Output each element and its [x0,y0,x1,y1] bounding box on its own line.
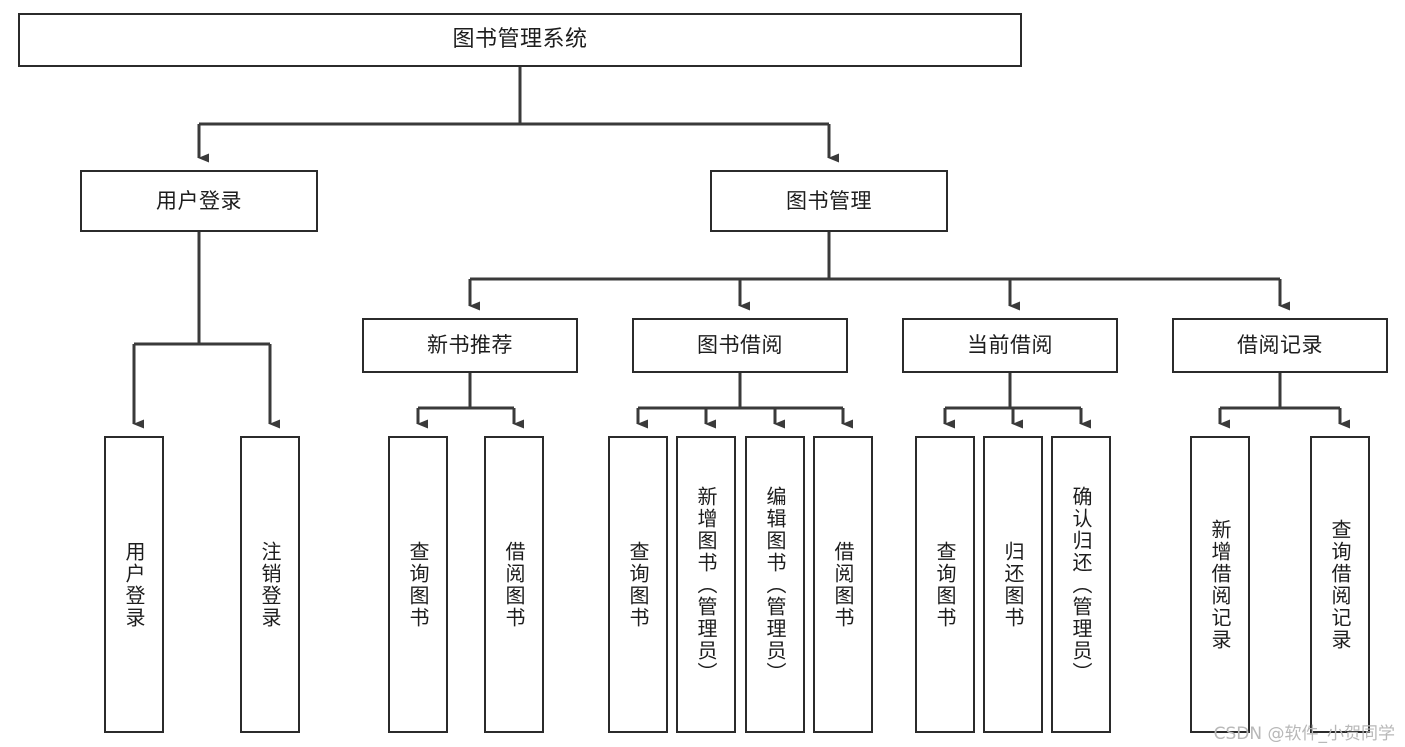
connector-group [132,67,1350,429]
node-label-borrow: 图书借阅 [697,333,783,358]
node-label-bookmgmt: 图书管理 [786,188,872,213]
node-login[interactable]: 用户登录 [80,170,318,232]
node-leaf-cur-confirm[interactable]: 确认归还（管理员） [1051,436,1111,733]
node-label-leaf-rec-add: 新增借阅记录 [1208,518,1232,651]
node-records[interactable]: 借阅记录 [1172,318,1388,373]
node-leaf-bor-add[interactable]: 新增图书（管理员） [676,436,736,733]
node-leaf-cur-query[interactable]: 查询图书 [915,436,975,733]
node-leaf-bor-borrow[interactable]: 借阅图书 [813,436,873,733]
node-leaf-rec-query[interactable]: 查询借阅记录 [1310,436,1370,733]
node-label-leaf-new-query: 查询图书 [406,540,430,629]
node-label-leaf-cur-return: 归还图书 [1001,540,1025,629]
node-newbook[interactable]: 新书推荐 [362,318,578,373]
node-label-login: 用户登录 [156,188,242,213]
node-label-leaf-user-login: 用户登录 [122,540,146,629]
node-label-root: 图书管理系统 [452,27,588,53]
node-label-current: 当前借阅 [967,333,1053,358]
node-leaf-logout[interactable]: 注销登录 [240,436,300,733]
node-leaf-cur-return[interactable]: 归还图书 [983,436,1043,733]
node-leaf-rec-add[interactable]: 新增借阅记录 [1190,436,1250,733]
node-label-leaf-bor-add: 新增图书（管理员） [694,485,718,684]
node-borrow[interactable]: 图书借阅 [632,318,848,373]
node-label-leaf-rec-query: 查询借阅记录 [1328,518,1352,651]
node-current[interactable]: 当前借阅 [902,318,1118,373]
node-label-leaf-cur-confirm: 确认归还（管理员） [1069,485,1093,684]
node-leaf-user-login[interactable]: 用户登录 [104,436,164,733]
node-leaf-bor-edit[interactable]: 编辑图书（管理员） [745,436,805,733]
node-label-leaf-new-borrow: 借阅图书 [502,540,526,629]
node-leaf-bor-query[interactable]: 查询图书 [608,436,668,733]
node-bookmgmt[interactable]: 图书管理 [710,170,948,232]
node-leaf-new-query[interactable]: 查询图书 [388,436,448,733]
node-label-newbook: 新书推荐 [427,333,513,358]
node-label-leaf-bor-edit: 编辑图书（管理员） [763,485,787,684]
node-label-records: 借阅记录 [1237,333,1323,358]
node-label-leaf-logout: 注销登录 [258,540,282,629]
node-label-leaf-cur-query: 查询图书 [933,540,957,629]
node-root[interactable]: 图书管理系统 [18,13,1022,67]
node-label-leaf-bor-borrow: 借阅图书 [831,540,855,629]
node-leaf-new-borrow[interactable]: 借阅图书 [484,436,544,733]
node-label-leaf-bor-query: 查询图书 [626,540,650,629]
